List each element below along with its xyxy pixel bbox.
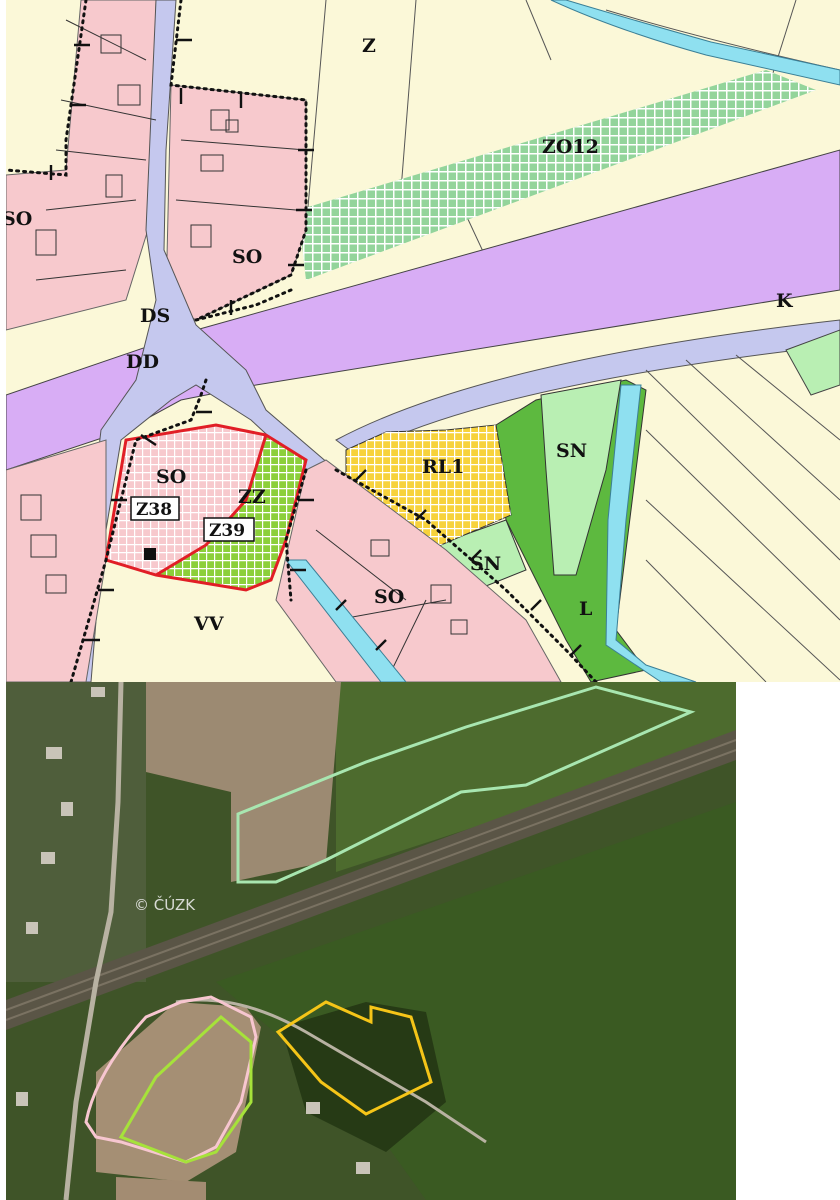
label-vv: VV: [193, 613, 225, 635]
zone-ds-roads: [70, 0, 840, 682]
zone-labels: Z ZO12 SO SO DS DD K RL1 SN SO ZZ SN SO …: [6, 35, 794, 635]
railway-tracks: [6, 739, 736, 1021]
stream-vv: [284, 559, 407, 682]
road: [63, 682, 124, 1200]
boundary-lines: [6, 0, 598, 682]
label-so-left: SO: [6, 208, 32, 230]
copyright-credit: © ČÚZK: [134, 895, 196, 914]
field-upper-right: [336, 682, 736, 872]
overlay-zo12: [236, 685, 696, 884]
label-so-mid: SO: [156, 466, 186, 488]
boxed-label-z39: Z39: [203, 517, 255, 542]
label-l: L: [579, 598, 592, 620]
label-k: K: [776, 290, 794, 312]
boxed-label-z38: Z38: [130, 496, 180, 521]
railway: [6, 730, 736, 1030]
aerial-photo: © ČÚZK: [6, 682, 736, 1200]
label-z: Z: [362, 35, 376, 57]
label-ds: DS: [140, 305, 170, 327]
label-rl1: RL1: [422, 456, 464, 478]
houses: [16, 687, 370, 1174]
label-so-upper: SO: [232, 246, 262, 268]
label-so-low: SO: [374, 586, 404, 608]
label-sn-low: SN: [470, 553, 501, 575]
label-z38: Z38: [136, 500, 172, 520]
bare-field-lower: [96, 1002, 261, 1182]
boundary-ticks: [49, 38, 582, 656]
zone-sn-k: [785, 329, 840, 396]
field-lines-lower-right: [645, 354, 840, 682]
village-area: [6, 682, 146, 982]
zone-so-upper-left: [6, 0, 307, 331]
label-zo12: ZO12: [542, 136, 599, 158]
zoning-map-canvas: Z ZO12 SO SO DS DD K RL1 SN SO ZZ SN SO …: [6, 0, 840, 682]
overlay-z38: [84, 995, 258, 1164]
stream-lower: [605, 384, 697, 682]
field-lower-right: [216, 802, 736, 1200]
label-z39: Z39: [209, 521, 245, 541]
bare-field-upper: [146, 682, 341, 882]
zone-so-lower-left: [6, 439, 107, 682]
overlay-z39: [118, 1015, 253, 1164]
forest-patch: [281, 1002, 446, 1152]
small-building-icon: [144, 548, 156, 560]
zone-sn-top: [540, 379, 622, 576]
building-outlines: [35, 19, 307, 281]
zone-zo12: [298, 70, 816, 280]
overlay-rl1: [275, 1000, 433, 1116]
label-zz: ZZ: [238, 486, 266, 508]
zoning-map: Z ZO12 SO SO DS DD K RL1 SN SO ZZ SN SO …: [6, 0, 840, 682]
aerial-photo-canvas: © ČÚZK: [6, 682, 736, 1200]
buildings-lower-left: [20, 494, 67, 594]
label-sn-top: SN: [556, 440, 587, 462]
plot-z39-zz: [156, 435, 306, 590]
stream-upper: [550, 0, 840, 86]
bare-field-bottom: [116, 1177, 206, 1200]
label-dd: DD: [126, 351, 159, 373]
